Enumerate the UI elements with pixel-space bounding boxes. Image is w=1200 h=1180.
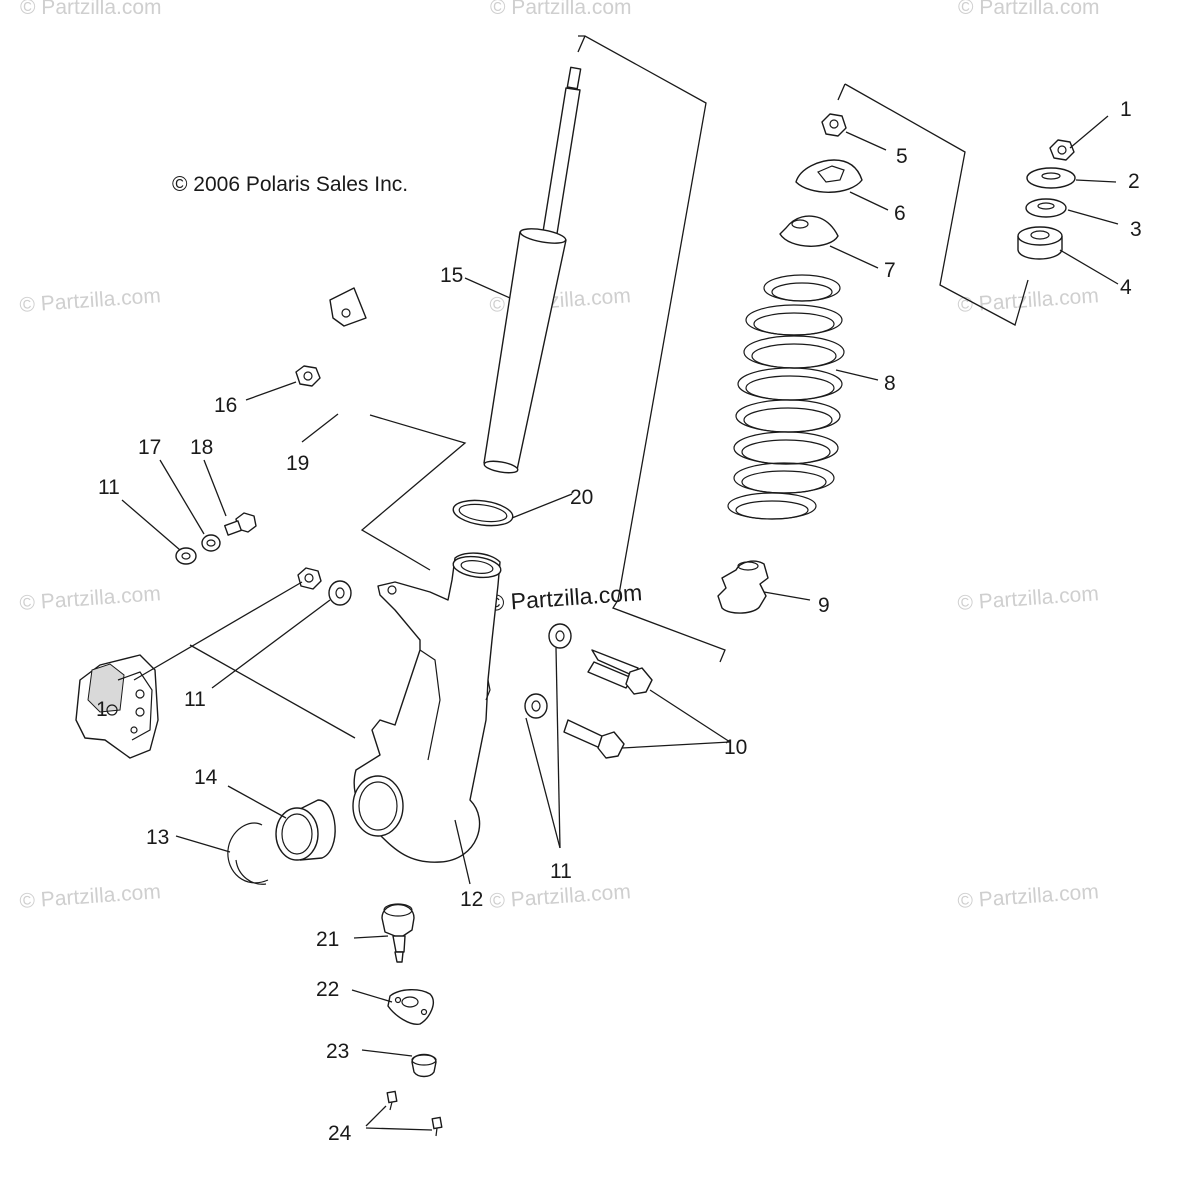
- label-5: 5: [896, 145, 908, 168]
- label-6: 6: [894, 202, 906, 225]
- label-4: 4: [1120, 276, 1132, 299]
- label-11-right: 11: [550, 860, 572, 883]
- label-12: 12: [460, 888, 483, 911]
- seal-20: [452, 499, 514, 527]
- part-labels: 1 2 3 4 5 6 7 8 9 10 11 11 11 12 13 14 1…: [96, 98, 1142, 1145]
- bearing-14: [275, 799, 336, 861]
- label-1-caliper: 1: [96, 698, 108, 721]
- shock-absorber: [483, 66, 582, 474]
- nut-16: [295, 365, 321, 387]
- watermark-mr2: © Partzilla.com: [957, 582, 1100, 615]
- bolt-10-top: [587, 649, 653, 695]
- watermark-bc: © Partzilla.com: [489, 880, 632, 913]
- label-13: 13: [146, 826, 169, 849]
- washer-2: [1026, 167, 1076, 189]
- label-14: 14: [194, 766, 218, 789]
- label-10: 10: [724, 736, 747, 759]
- watermark-br: © Partzilla.com: [957, 880, 1100, 913]
- nut-5: [821, 113, 847, 137]
- label-16: 16: [214, 394, 237, 417]
- nut-11-mid: [297, 567, 322, 590]
- cap-23: [411, 1053, 437, 1078]
- brake-caliper: [75, 654, 159, 759]
- label-7: 7: [884, 259, 896, 282]
- washer-11-right-bottom: [524, 693, 548, 719]
- washer-3: [1025, 198, 1067, 218]
- watermark-ml2: © Partzilla.com: [19, 582, 162, 615]
- label-9: 9: [818, 594, 830, 617]
- watermark-bl: © Partzilla.com: [19, 880, 162, 913]
- seat-7: [779, 215, 839, 247]
- label-24: 24: [328, 1122, 352, 1145]
- watermark-tr: © Partzilla.com: [958, 0, 1100, 19]
- copyright-text: © 2006 Polaris Sales Inc.: [172, 173, 408, 196]
- bushing-4: [1017, 226, 1063, 260]
- bracket-19: [329, 287, 367, 327]
- coil-spring-8: [727, 274, 845, 520]
- nut-1: [1049, 139, 1075, 161]
- label-22: 22: [316, 978, 339, 1001]
- ball-joint-21: [381, 903, 415, 963]
- label-8: 8: [884, 372, 896, 395]
- watermark-mr1: © Partzilla.com: [957, 284, 1100, 317]
- bolt-10-bottom: [563, 719, 625, 759]
- label-18: 18: [190, 436, 213, 459]
- bumper-9: [717, 560, 769, 614]
- washer-11-mid: [328, 580, 352, 606]
- label-2: 2: [1128, 170, 1140, 193]
- washer-11-left: [175, 547, 197, 565]
- watermark-tc: © Partzilla.com: [490, 0, 632, 19]
- label-11-mid: 11: [184, 688, 206, 711]
- plate-22: [387, 989, 434, 1025]
- retainer-6: [795, 159, 863, 193]
- label-23: 23: [326, 1040, 349, 1063]
- knuckle-12: [352, 552, 502, 863]
- label-21: 21: [316, 928, 339, 951]
- washer-11-right-top: [548, 623, 572, 649]
- leader-lines: [121, 115, 1119, 1131]
- fittings-24: [386, 1090, 443, 1137]
- label-17: 17: [138, 436, 161, 459]
- watermark-ml1: © Partzilla.com: [19, 284, 162, 317]
- label-19: 19: [286, 452, 309, 475]
- label-3: 3: [1130, 218, 1142, 241]
- snap-ring-13: [227, 822, 269, 885]
- label-11-left: 11: [98, 476, 120, 499]
- label-15: 15: [440, 264, 463, 287]
- label-1: 1: [1120, 98, 1132, 121]
- label-20: 20: [570, 486, 593, 509]
- assembly-brackets: [189, 35, 1029, 739]
- bolt-18: [224, 512, 257, 536]
- watermark-tl: © Partzilla.com: [20, 0, 162, 19]
- washer-17: [201, 534, 221, 552]
